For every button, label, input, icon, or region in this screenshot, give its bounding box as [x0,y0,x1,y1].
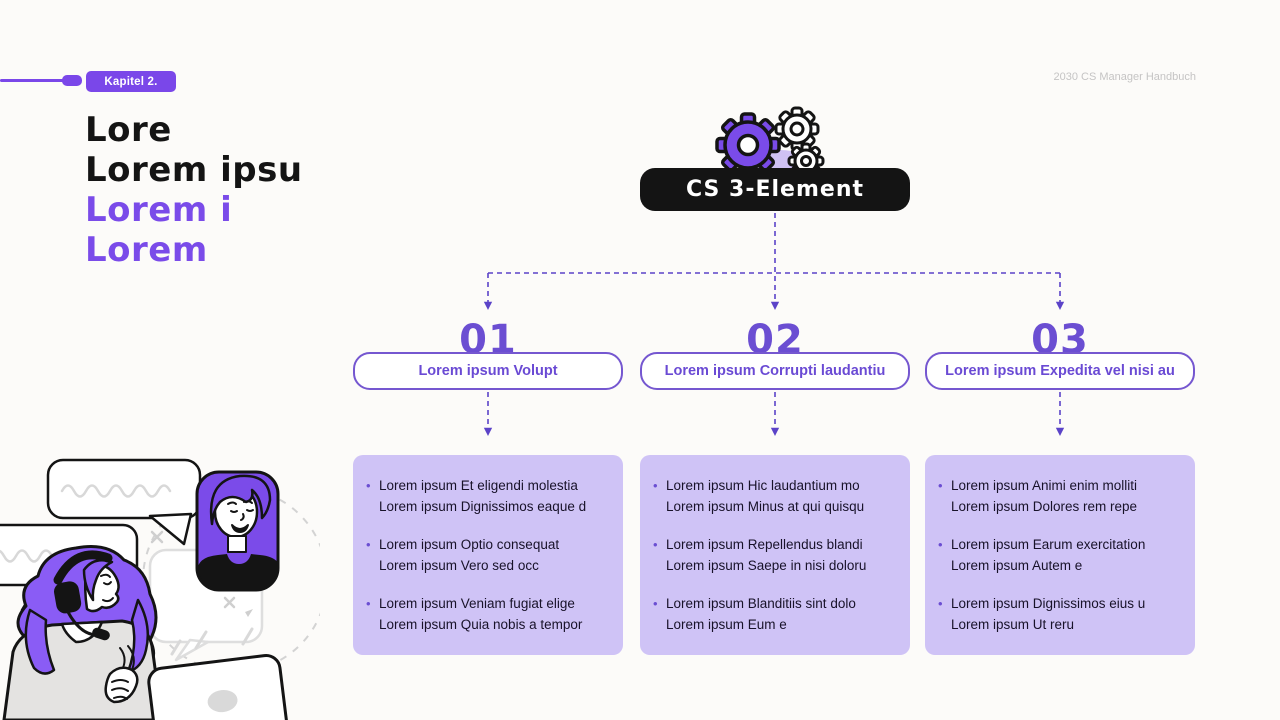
bullet-line: Lorem ipsum Dignissimos eaque d [379,499,587,514]
chapter-badge: Kapitel 2. [86,71,176,92]
caller-hair [209,474,272,526]
bullet-line: Lorem ipsum Dignissimos eius u [951,596,1146,611]
bullet-line: Lorem ipsum Veniam fugiat elige [379,596,575,611]
bullet-dot [938,475,951,517]
agent-hand [104,666,139,704]
gears-icon [715,106,825,180]
bullet-line: Lorem ipsum Autem e [951,558,1083,573]
list-item: Lorem ipsum Blanditiis sint dolo Lorem i… [653,593,902,635]
branch-card: Lorem ipsum Animi enim molliti Lorem ips… [925,455,1195,655]
bullet-line: Lorem ipsum Blanditiis sint dolo [666,596,856,611]
list-item: Lorem ipsum Veniam fugiat elige Lorem ip… [366,593,615,635]
list-item: Lorem ipsum Optio consequat Lorem ipsum … [366,534,615,576]
bullet-line: Lorem ipsum Quia nobis a tempor [379,617,583,632]
list-item: Lorem ipsum Earum exercitation Lorem ips… [938,534,1187,576]
bullet-line: Lorem ipsum Earum exercitation [951,537,1146,552]
support-agent-illustration [0,458,320,720]
chapter-connector-nub [62,75,82,86]
branch-label: Lorem ipsum Expedita vel nisi au [925,352,1195,390]
bullet-dot [366,593,379,635]
title-line: Lorem [85,230,208,270]
bullet-line: Lorem ipsum Animi enim molliti [951,478,1138,493]
caller-face-features [227,500,254,533]
headset-band-icon [53,550,113,585]
caller-shirt [197,554,278,590]
squiggle-text [60,484,172,498]
branch-label: Lorem ipsum Corrupti laudantiu [640,352,910,390]
bullet-dot [938,534,951,576]
speech-bubble-top [46,458,202,546]
chapter-connector-line [0,79,68,82]
list-item: Lorem ipsum Hic laudantium mo Lorem ipsu… [653,475,902,517]
bullet-line: Lorem ipsum Ut reru [951,617,1075,632]
bullet-line: Lorem ipsum Optio consequat [379,537,560,552]
root-node-pill: CS 3-Element [640,168,910,211]
page-title: Lore Lorem ipsu Lorem i Lorem [85,110,303,270]
bullet-line: Lorem ipsum Dolores rem repe [951,499,1138,514]
bullet-dot [653,534,666,576]
branch-card: Lorem ipsum Et eligendi molestia Lorem i… [353,455,623,655]
list-item: Lorem ipsum Animi enim molliti Lorem ips… [938,475,1187,517]
agent-woman [2,545,164,720]
document-reference: 2030 CS Manager Handbuch [1053,71,1196,83]
headset-mic-icon [92,627,110,641]
branch-card: Lorem ipsum Hic laudantium mo Lorem ipsu… [640,455,910,655]
bullet-dot [938,593,951,635]
bullet-dot [653,593,666,635]
laptop-icon [147,654,292,720]
bullet-line: Lorem ipsum Hic laudantium mo [666,478,860,493]
bullet-line: Lorem ipsum Et eligendi molestia [379,478,578,493]
list-item: Lorem ipsum Et eligendi molestia Lorem i… [366,475,615,517]
motion-marks-decoration [170,627,254,656]
title-line: Lorem i [85,190,233,230]
headset-earcup-icon [54,581,82,614]
bullet-dot [366,534,379,576]
caller-avatar [195,470,280,592]
bullet-line: Lorem ipsum Eum e [666,617,787,632]
list-item: Lorem ipsum Repellendus blandi Lorem ips… [653,534,902,576]
bullet-line: Lorem ipsum Repellendus blandi [666,537,863,552]
x-marks-decoration [150,530,253,617]
bullet-dot [366,475,379,517]
list-item: Lorem ipsum Dignissimos eius u Lorem ips… [938,593,1187,635]
title-line: Lore [85,110,172,150]
bullet-line: Lorem ipsum Vero sed occ [379,558,539,573]
bullet-dot [653,475,666,517]
bullet-line: Lorem ipsum Minus at qui quisqu [666,499,865,514]
bullet-line: Lorem ipsum Saepe in nisi doloru [666,558,867,573]
title-line: Lorem ipsu [85,150,303,190]
agent-face-features [100,573,114,603]
branch-label: Lorem ipsum Volupt [353,352,623,390]
